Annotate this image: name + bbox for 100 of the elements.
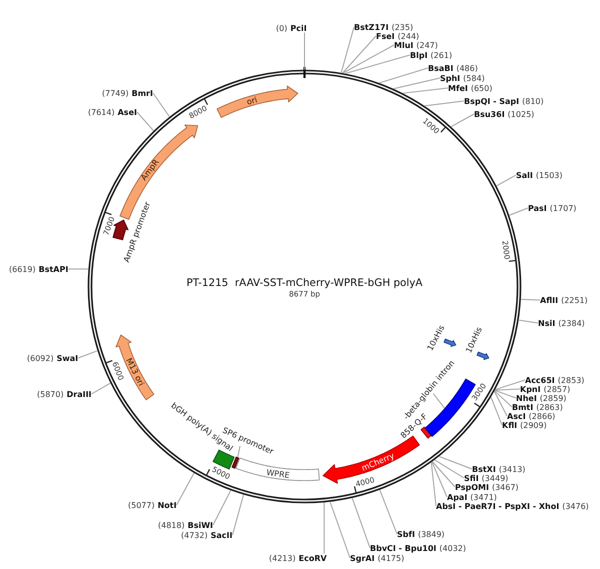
cut-position: (2909) <box>520 420 547 430</box>
leader-line <box>518 320 538 324</box>
leader-line <box>508 208 528 216</box>
leader-line <box>152 92 170 118</box>
enzyme-name: Bsu36I <box>474 110 505 118</box>
cut-position: (2859) <box>540 394 566 402</box>
leader-line <box>330 501 350 558</box>
cut-position: (6619) <box>9 264 36 274</box>
leader-line <box>393 78 440 90</box>
leader-line <box>520 298 540 300</box>
cut-position: (247) <box>416 40 438 50</box>
enzyme-name: KpnI <box>520 384 541 394</box>
leader-line <box>352 498 370 548</box>
leader-line <box>430 462 436 506</box>
cut-position: (4732) <box>181 530 208 540</box>
cut-position: (7749) <box>102 88 129 98</box>
leader-line <box>344 54 410 74</box>
enzyme-name: PasI <box>528 204 547 212</box>
feature-label: WPRE <box>266 468 290 480</box>
cut-position: (261) <box>430 50 452 60</box>
cut-position: (2863) <box>536 402 563 412</box>
enzyme-name: BspQI - SapI <box>464 96 520 106</box>
enzyme-name: Acc65I <box>525 376 555 384</box>
tag-feature <box>476 351 490 361</box>
leader-line <box>379 489 398 534</box>
cut-position: (6092) <box>27 354 54 362</box>
enzyme-name: BlpI <box>410 50 428 60</box>
leader-line <box>432 461 456 488</box>
cut-position: (2384) <box>558 318 585 328</box>
enzyme-name: SacII <box>210 530 232 540</box>
leader-line <box>237 446 240 458</box>
leader-line <box>490 396 502 426</box>
feature-label: ori <box>246 94 259 106</box>
leader-line <box>342 36 376 74</box>
cut-position: (0) <box>276 24 288 32</box>
enzyme-name: FseI <box>376 32 395 40</box>
leader-line <box>494 380 526 390</box>
map-title: PT-1215 rAAV-SST-mCherry-WPRE-bGH polyA <box>186 277 423 289</box>
leader-line <box>342 44 394 74</box>
leader-line <box>402 88 448 94</box>
cut-position: (5077) <box>128 500 155 510</box>
leader-line <box>431 462 448 498</box>
enzyme-name: BstXI <box>472 464 496 474</box>
cut-position: (3467) <box>492 482 519 492</box>
leader-line <box>212 490 232 526</box>
leader-line <box>176 472 194 506</box>
enzyme-name: DraIII <box>66 390 92 398</box>
enzyme-name: MluI <box>394 40 414 50</box>
cut-position: (244) <box>398 32 420 40</box>
cut-position: (1707) <box>550 204 576 212</box>
feature-mark <box>230 456 240 469</box>
cut-position: (3471) <box>470 492 497 502</box>
enzyme-name: BsiWI <box>188 520 214 530</box>
enzyme-name: SgrAI <box>350 554 375 562</box>
enzyme-name: AscI <box>507 412 526 420</box>
cut-position: (2853) <box>558 376 584 384</box>
leader-line <box>68 268 89 270</box>
enzyme-name: BbvCI - Bpu10I <box>370 544 436 552</box>
leader-line <box>438 456 472 470</box>
leader-line <box>432 393 446 409</box>
enzyme-name: EcoRV <box>298 554 327 562</box>
cut-position: (3413) <box>498 464 526 474</box>
leader-line <box>434 459 464 478</box>
leader-line <box>496 174 516 186</box>
enzyme-name: PspOMI <box>455 482 489 492</box>
cut-position: (7614) <box>88 108 115 116</box>
cut-position: (1025) <box>508 110 534 118</box>
enzyme-name: NotI <box>158 500 177 510</box>
cut-position: (650) <box>470 84 492 92</box>
leader-line <box>78 350 98 358</box>
cut-position: (1503) <box>536 170 562 180</box>
enzyme-name: PciI <box>290 24 307 32</box>
cut-position: (4818) <box>158 520 185 530</box>
cut-position: (2251) <box>561 296 588 304</box>
enzyme-name: BsaBI <box>428 64 454 72</box>
cut-position: (584) <box>463 74 485 82</box>
leader-line <box>324 502 325 554</box>
enzyme-name: NheI <box>516 394 537 402</box>
leader-line <box>340 26 354 74</box>
enzyme-name: AseI <box>118 108 137 116</box>
enzyme-name: SphI <box>440 74 460 82</box>
feature-label: M13 ori <box>124 356 146 388</box>
leader-line <box>378 68 428 84</box>
cut-position: (5870) <box>37 390 64 398</box>
cut-position: (4213) <box>269 554 296 562</box>
enzyme-name: BmrI <box>132 88 153 98</box>
tag-feature <box>442 338 457 348</box>
leader-line <box>304 32 305 70</box>
enzyme-name: NsiI <box>538 318 556 328</box>
cut-position: (810) <box>522 96 544 106</box>
leader-line <box>450 114 474 128</box>
enzyme-name: MfeI <box>448 84 468 92</box>
enzyme-name: SbfI <box>397 530 415 538</box>
enzyme-name: SwaI <box>56 354 78 362</box>
enzyme-name: BstZ17I <box>354 22 389 32</box>
cut-position: (4175) <box>378 554 404 562</box>
enzyme-name: KflI <box>502 420 518 430</box>
enzyme-name: SfiI <box>464 474 479 482</box>
cut-position: (3476) <box>562 502 589 510</box>
leader-line <box>424 100 464 106</box>
